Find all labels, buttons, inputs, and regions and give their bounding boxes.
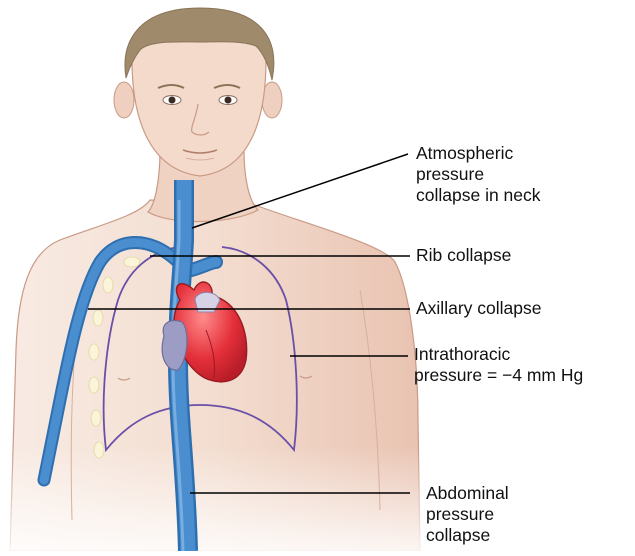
label-rib-collapse: Rib collapse [416, 245, 511, 266]
head [114, 8, 282, 176]
label-axillary-collapse: Axillary collapse [416, 298, 541, 319]
right-atrium [162, 321, 187, 371]
label-abdominal-pressure: Abdominal pressure collapse [426, 483, 509, 546]
label-intrathoracic-pressure: Intrathoracic pressure = −4 mm Hg [414, 344, 583, 386]
label-atmospheric-pressure: Atmospheric pressure collapse in neck [416, 143, 541, 206]
